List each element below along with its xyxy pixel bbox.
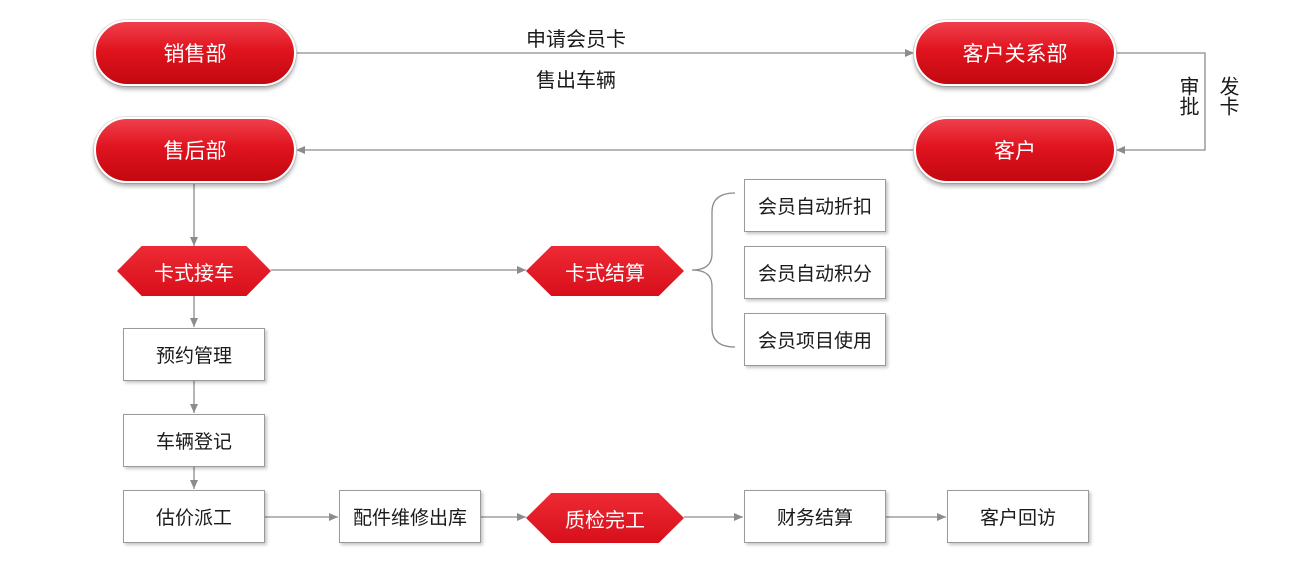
node-qc-done: 质检完工 (526, 493, 684, 543)
node-customer-label: 客户 (994, 139, 1036, 163)
node-registration-label: 车辆登记 (155, 431, 232, 453)
node-registration: 车辆登记 (123, 414, 265, 467)
node-card-settlement: 卡式结算 (526, 246, 684, 296)
node-member-project-use: 会员项目使用 (744, 313, 886, 366)
edge-label-sell-vehicle: 售出车辆 (536, 68, 616, 92)
node-qc-done-label: 质检完工 (565, 507, 645, 532)
node-card-settlement-label: 卡式结算 (565, 260, 645, 285)
node-crm-dept-label: 客户关系部 (962, 42, 1068, 66)
node-finance-settlement: 财务结算 (744, 490, 886, 543)
node-member-discount: 会员自动折扣 (744, 179, 886, 232)
node-crm-dept: 客户关系部 (914, 20, 1116, 86)
node-parts-out-label: 配件维修出库 (352, 507, 467, 529)
edge-label-apply-card: 申请会员卡 (526, 27, 626, 51)
edge-label-review: 审批 (1176, 76, 1200, 116)
node-sales-dept-label: 销售部 (163, 42, 227, 66)
node-member-project-use-label: 会员项目使用 (757, 330, 872, 352)
node-customer-followup: 客户回访 (947, 490, 1089, 543)
node-member-points-label: 会员自动积分 (757, 263, 872, 285)
node-customer: 客户 (914, 117, 1116, 183)
node-estimate-dispatch-label: 估价派工 (155, 507, 232, 529)
node-after-sales-dept-label: 售后部 (163, 139, 227, 163)
node-member-discount-label: 会员自动折扣 (757, 196, 872, 218)
node-member-points: 会员自动积分 (744, 246, 886, 299)
node-after-sales-dept: 售后部 (94, 117, 296, 183)
edge-label-issue-card: 发卡 (1216, 76, 1240, 116)
node-reservation: 预约管理 (123, 328, 265, 381)
brace-connector (691, 192, 736, 348)
node-sales-dept: 销售部 (94, 20, 296, 86)
node-reservation-label: 预约管理 (155, 345, 232, 367)
node-estimate-dispatch: 估价派工 (123, 490, 265, 543)
edge-crm-to-customer (1116, 52, 1206, 154)
node-card-reception: 卡式接车 (117, 246, 271, 296)
node-parts-out: 配件维修出库 (339, 490, 481, 543)
node-customer-followup-label: 客户回访 (979, 507, 1056, 529)
node-finance-settlement-label: 财务结算 (776, 507, 853, 529)
node-card-reception-label: 卡式接车 (154, 260, 234, 285)
